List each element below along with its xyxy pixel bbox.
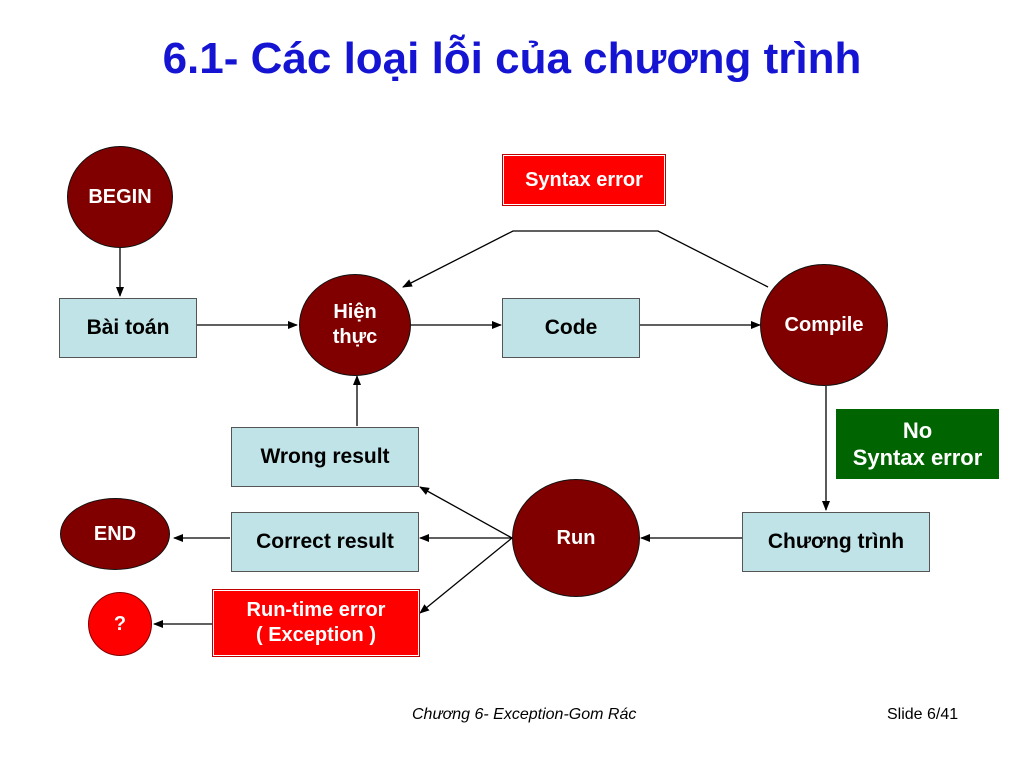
footer-slide-number: Slide 6/41 <box>887 706 959 723</box>
arrow-compile-to-hienthuc <box>402 230 769 288</box>
arrow-run-to-runtime <box>419 537 513 614</box>
run-node: Run <box>512 479 640 597</box>
runtime-error-label-2: ( Exception ) <box>255 624 376 646</box>
compile-node: Compile <box>760 264 888 386</box>
hien-thuc-label-2: thực <box>332 326 378 348</box>
end-node: END <box>60 498 170 570</box>
wrong-result-label: Wrong result <box>260 444 390 468</box>
slide-title: 6.1- Các loại lỗi của chương trình <box>162 34 862 83</box>
end-label: END <box>93 522 137 545</box>
no-syntax-label-1: No <box>902 417 933 443</box>
code-label: Code <box>544 315 598 339</box>
no-syntax-error-box: No Syntax error <box>836 409 999 479</box>
chuong-trinh-label: Chương trình <box>767 529 905 553</box>
bai-toan-node: Bài toán <box>59 298 197 358</box>
begin-label: BEGIN <box>88 185 152 208</box>
hien-thuc-node: Hiện thực <box>299 274 411 376</box>
syntax-error-box: Syntax error <box>503 155 665 205</box>
code-node: Code <box>502 298 640 358</box>
runtime-error-box: Run-time error ( Exception ) <box>213 590 419 656</box>
bai-toan-label: Bài toán <box>86 315 170 339</box>
correct-result-node: Correct result <box>231 512 419 572</box>
syntax-error-label: Syntax error <box>525 168 643 191</box>
question-node: ? <box>88 592 152 656</box>
run-label: Run <box>556 526 596 549</box>
correct-result-label: Correct result <box>256 529 394 553</box>
begin-node: BEGIN <box>67 146 173 248</box>
compile-label: Compile <box>784 313 864 336</box>
arrow-run-to-wrong <box>419 486 513 539</box>
question-label: ? <box>113 612 127 635</box>
wrong-result-node: Wrong result <box>231 427 419 487</box>
runtime-error-label-1: Run-time error <box>246 599 386 621</box>
hien-thuc-label-1: Hiện <box>333 301 377 323</box>
footer-chapter: Chương 6- Exception-Gom Rác <box>412 706 637 723</box>
no-syntax-label-2: Syntax error <box>852 445 983 470</box>
chuong-trinh-node: Chương trình <box>742 512 930 572</box>
